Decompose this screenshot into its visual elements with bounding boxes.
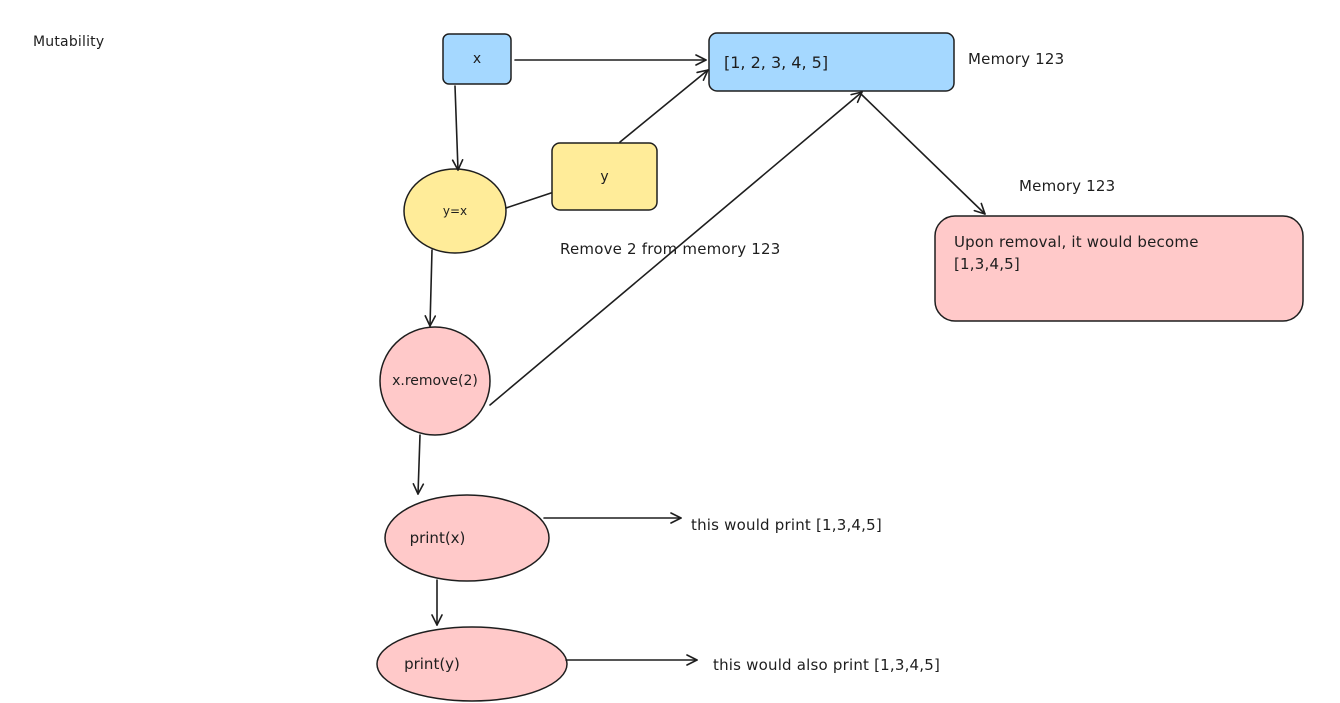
remove-note: Remove 2 from memory 123	[560, 240, 781, 258]
memory-label-top: Memory 123	[968, 50, 1065, 68]
print-y-label: print(y)	[404, 655, 460, 673]
y-box-label: y	[600, 168, 609, 185]
x-box	[442, 33, 512, 85]
print-y-ellipse	[376, 626, 568, 702]
print-y-note: this would also print [1,3,4,5]	[713, 656, 941, 674]
memory-label-right: Memory 123	[1019, 177, 1116, 195]
line-assign-to-y	[505, 192, 552, 209]
print-x-note: this would print [1,3,4,5]	[691, 516, 882, 534]
x-box-label: x	[472, 51, 482, 67]
result-box-line1: Upon removal, it would become	[954, 233, 1199, 251]
arrow-remove-to-print-x	[412, 434, 425, 495]
print-x-ellipse	[384, 494, 550, 582]
result-box-line2: [1,3,4,5]	[954, 255, 1020, 273]
diagram-title: Mutability	[33, 34, 105, 50]
print-x-label: print(x)	[409, 529, 466, 547]
arrow-remove-to-list	[489, 91, 863, 406]
arrow-y-to-list	[619, 69, 709, 143]
list-box	[708, 32, 955, 92]
list-box-label: [1, 2, 3, 4, 5]	[724, 52, 829, 72]
assign-circle-label: y=x	[442, 204, 468, 218]
y-box	[551, 142, 658, 211]
result-box	[934, 215, 1304, 322]
remove-circle	[379, 326, 491, 436]
arrow-x-to-assign	[451, 85, 464, 171]
remove-circle-label: x.remove(2)	[392, 373, 478, 389]
arrow-list-to-result	[860, 93, 986, 215]
arrow-assign-to-remove	[424, 249, 437, 327]
